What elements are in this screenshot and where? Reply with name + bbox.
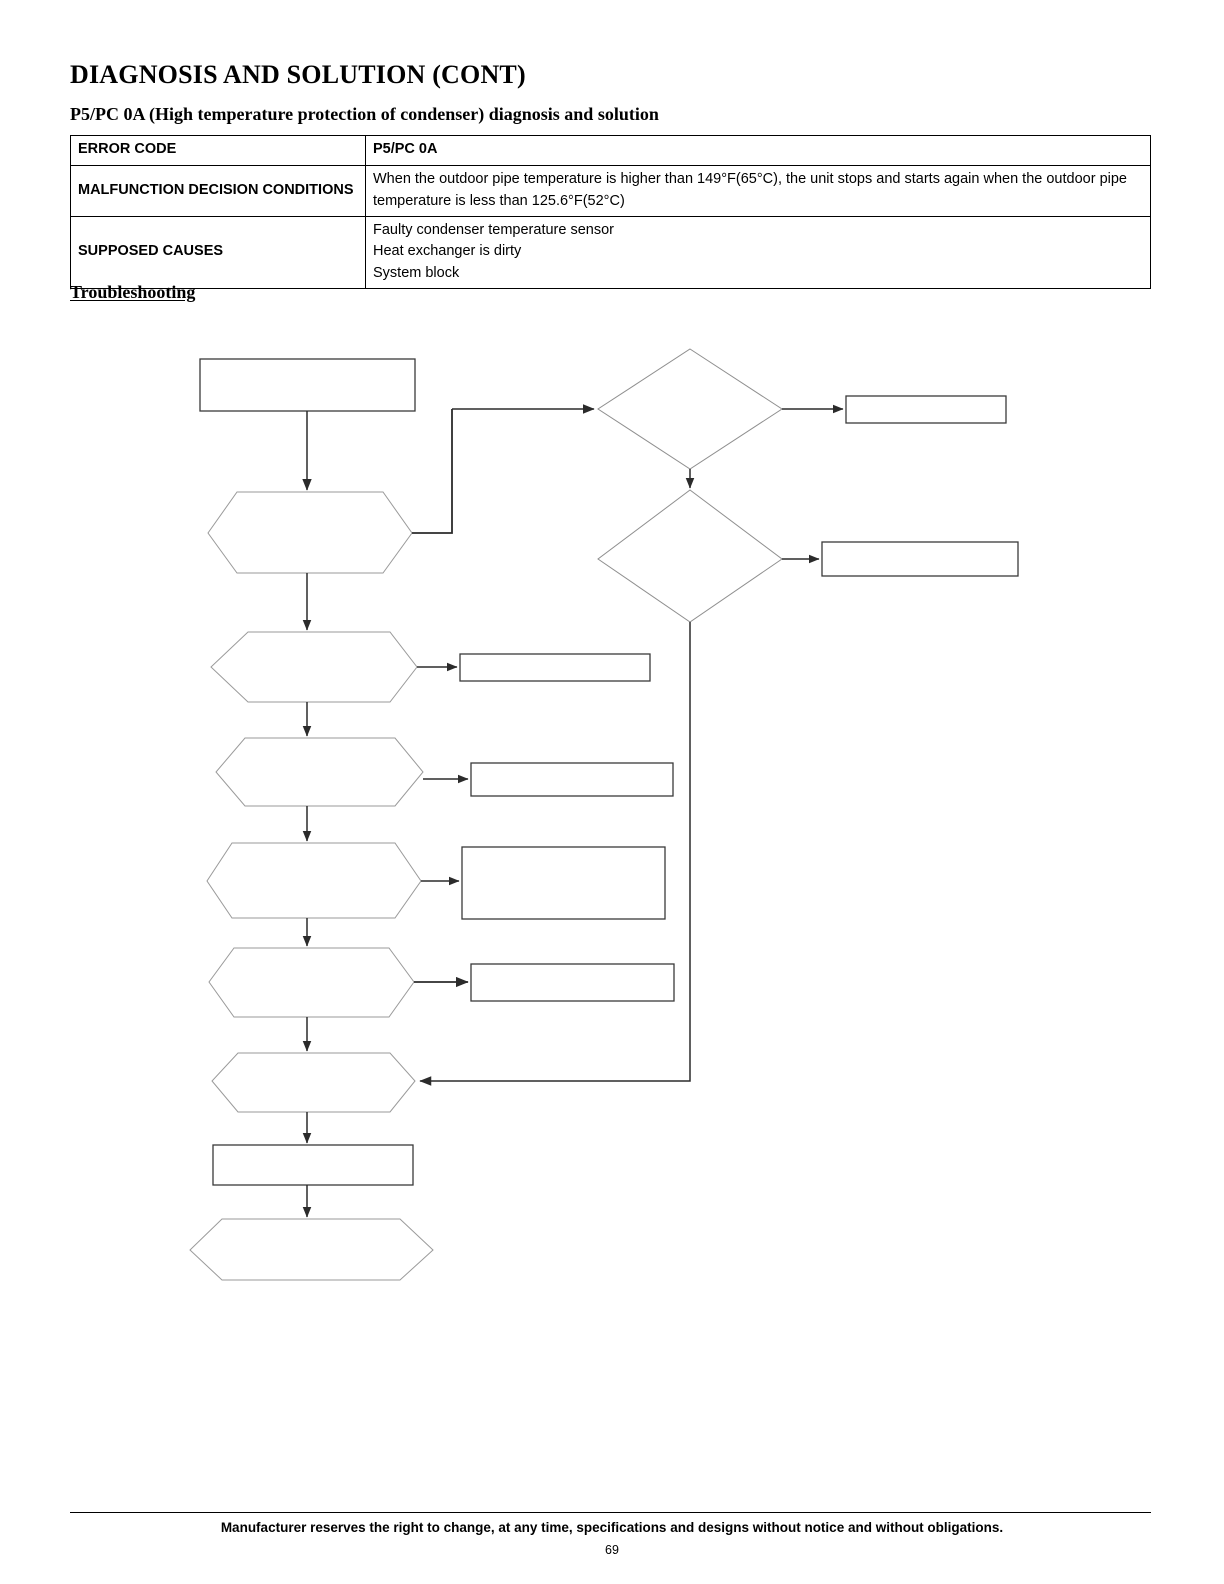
error-code-spec-table: ERROR CODE P5/PC 0A MALFUNCTION DECISION… <box>70 135 1151 289</box>
table-row-supposed-causes: SUPPOSED CAUSES Faulty condenser tempera… <box>70 216 1151 289</box>
flow-node-result-5 <box>461 846 666 920</box>
flow-node-check-step-2 <box>210 631 418 703</box>
flow-node-check-step-3 <box>215 737 424 807</box>
row-label-error-code: ERROR CODE <box>70 135 366 166</box>
flow-connector-decision2-to-merge <box>419 622 691 1086</box>
row-value-supposed-causes: Faulty condenser temperature sensor Heat… <box>365 216 1151 289</box>
troubleshooting-heading: Troubleshooting <box>70 282 196 302</box>
table-row-error-code: ERROR CODE P5/PC 0A <box>70 135 1151 166</box>
cause-item: Heat exchanger is dirty <box>373 243 522 260</box>
row-label-malfunction-conditions: MALFUNCTION DECISION CONDITIONS <box>70 165 366 217</box>
row-value-malfunction-conditions: When the outdoor pipe temperature is hig… <box>365 165 1151 217</box>
row-value-error-code: P5/PC 0A <box>365 135 1151 166</box>
table-row-malfunction-conditions: MALFUNCTION DECISION CONDITIONS When the… <box>70 165 1151 217</box>
flow-node-check-step-5 <box>208 947 415 1018</box>
flow-node-result-3 <box>459 653 651 682</box>
flow-node-end-step <box>189 1218 434 1281</box>
flow-node-action-box <box>212 1144 414 1186</box>
flow-node-check-step-1 <box>207 491 413 574</box>
cause-item: System block <box>373 264 460 281</box>
footer-page-number: 69 <box>605 1543 619 1557</box>
flow-node-result-6 <box>470 963 675 1002</box>
flow-node-decision-2 <box>597 489 783 623</box>
flow-node-merge-step <box>211 1052 416 1113</box>
row-label-supposed-causes: SUPPOSED CAUSES <box>70 216 366 289</box>
flow-node-decision-1 <box>597 348 783 470</box>
flow-node-result-4 <box>470 762 674 797</box>
footer-divider <box>70 1512 1151 1513</box>
footer-notice: Manufacturer reserves the right to chang… <box>220 1520 1004 1535</box>
section-subtitle: P5/PC 0A (High temperature protection of… <box>70 104 659 124</box>
flow-connector-check1-to-decision1 <box>412 409 453 534</box>
flow-node-result-2 <box>821 541 1019 577</box>
flow-node-check-step-4 <box>206 842 422 919</box>
page-title: DIAGNOSIS AND SOLUTION (CONT) <box>70 60 526 89</box>
flow-node-start-box <box>199 358 416 412</box>
flow-node-result-1 <box>845 395 1007 424</box>
cause-item: Faulty condenser temperature sensor <box>373 222 614 239</box>
